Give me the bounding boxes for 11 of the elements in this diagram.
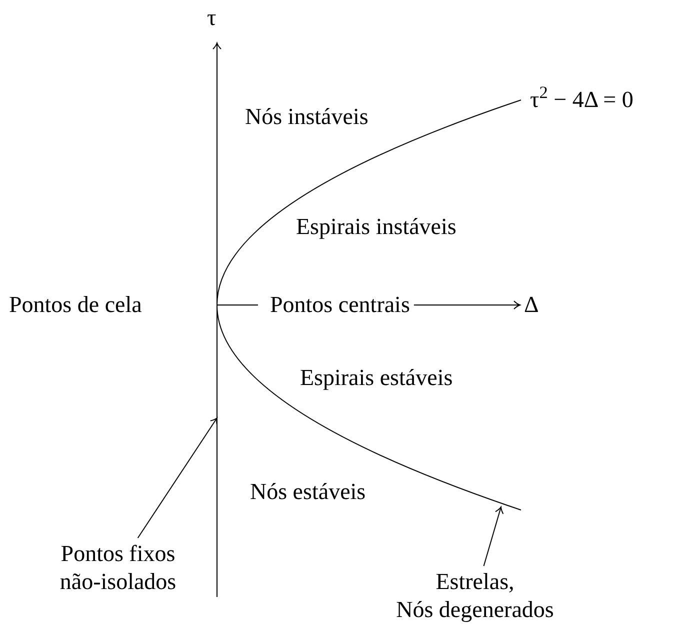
text-label: Pontos fixos não-isolados <box>48 540 188 596</box>
region-label: Espirais estáveis <box>300 364 453 392</box>
axis-label: Δ <box>524 291 539 319</box>
text-label: Pontos centrais <box>270 291 410 319</box>
region-label: Nós estáveis <box>250 478 366 506</box>
text-label: Estrelas, Nós degenerados <box>375 568 575 624</box>
region-label: Pontos de cela <box>9 291 142 319</box>
curve-equation: τ$^{2}$ − 4Δ = 0 <box>530 86 634 114</box>
axis-label: τ <box>207 4 216 32</box>
region-label: Nós instáveis <box>245 103 368 131</box>
region-label: Espirais instáveis <box>296 213 456 241</box>
